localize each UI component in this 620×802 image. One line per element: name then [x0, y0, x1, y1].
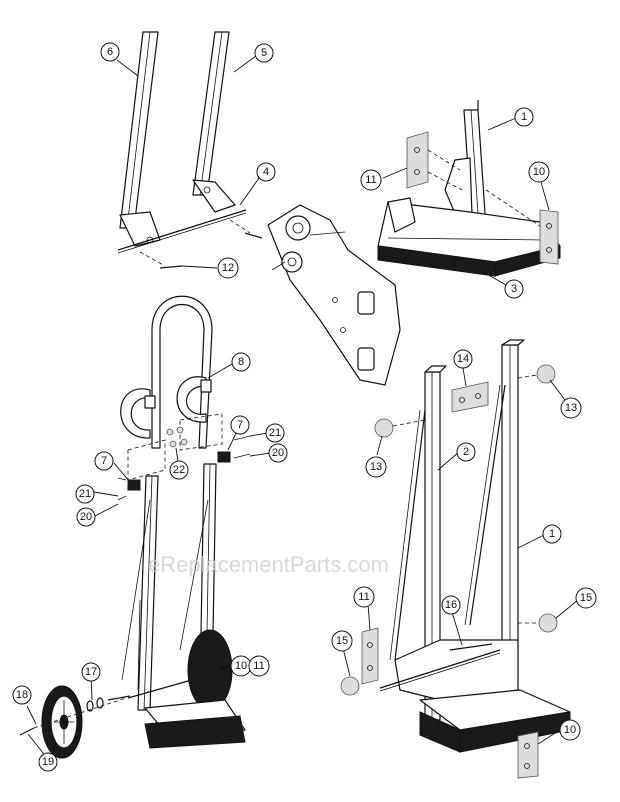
callout-7-right: 7 [230, 415, 250, 435]
svg-text:10: 10 [533, 166, 545, 178]
callout-12: 12 [217, 257, 239, 279]
svg-text:10: 10 [235, 660, 247, 672]
handle-loop [120, 295, 213, 449]
lower-frame [121, 463, 246, 749]
svg-text:2: 2 [463, 446, 469, 458]
watermark: eReplacementParts.com [148, 552, 389, 577]
callout-17: 17 [81, 662, 101, 682]
callout-13-right: 13 [560, 397, 582, 419]
svg-text:13: 13 [370, 461, 382, 473]
callout-18: 18 [12, 685, 32, 705]
callout-2: 2 [456, 442, 476, 462]
callout-3: 3 [504, 279, 524, 299]
svg-text:4: 4 [263, 166, 269, 178]
callout-15-left: 15 [331, 630, 353, 652]
side-bracket-plate [267, 204, 401, 386]
callout-20-left: 20 [76, 507, 96, 527]
svg-text:3: 3 [511, 283, 517, 295]
svg-text:17: 17 [85, 666, 97, 678]
svg-text:6: 6 [107, 46, 113, 58]
svg-text:19: 19 [42, 756, 54, 768]
svg-text:15: 15 [336, 635, 348, 647]
callout-13-left: 13 [365, 456, 387, 478]
leader-lines [26, 55, 579, 759]
svg-text:1: 1 [521, 111, 527, 123]
svg-text:21: 21 [79, 488, 91, 500]
svg-text:18: 18 [16, 689, 28, 701]
callout-1-top: 1 [514, 107, 534, 127]
callout-5: 5 [254, 43, 274, 63]
callout-21-right: 21 [265, 423, 285, 443]
toe-plate-assembly [377, 100, 561, 277]
svg-text:7: 7 [237, 419, 243, 431]
svg-text:11: 11 [358, 591, 369, 603]
callout-1-bottom: 1 [542, 524, 562, 544]
callout-15-right: 15 [575, 587, 597, 609]
svg-text:11: 11 [365, 174, 376, 186]
svg-text:12: 12 [222, 262, 234, 274]
callout-11-top: 11 [360, 169, 382, 191]
callout-10-bottom: 10 [559, 719, 581, 741]
callout-11-bottom: 11 [353, 586, 375, 608]
wear-plates-top [406, 131, 559, 265]
svg-text:20: 20 [272, 447, 284, 459]
svg-text:14: 14 [457, 353, 469, 365]
callout-19: 19 [38, 752, 58, 772]
callout-21-left: 21 [75, 484, 95, 504]
callout-7-left: 7 [94, 451, 114, 471]
callout-8: 8 [231, 352, 251, 372]
upper-frame-rails [117, 31, 247, 254]
callout-22: 22 [169, 460, 189, 480]
callout-16: 16 [441, 595, 461, 615]
hardware-right [340, 364, 558, 779]
handle-bracket-area [117, 413, 251, 501]
svg-text:13: 13 [565, 402, 577, 414]
svg-text:8: 8 [238, 356, 244, 368]
callout-10-left: 10 [230, 655, 252, 677]
frame-assembly-right [379, 339, 571, 753]
callout-20-right: 20 [268, 443, 288, 463]
callout-6: 6 [100, 42, 120, 62]
svg-text:22: 22 [173, 464, 185, 476]
svg-text:5: 5 [261, 47, 267, 59]
callout-11-left: 11 [248, 655, 270, 677]
svg-text:10: 10 [564, 724, 576, 736]
wheel-exploded [19, 685, 131, 759]
svg-text:11: 11 [253, 660, 264, 672]
callout-14: 14 [453, 349, 473, 369]
svg-text:1: 1 [549, 528, 555, 540]
svg-text:20: 20 [80, 511, 92, 523]
svg-text:21: 21 [269, 427, 281, 439]
svg-text:7: 7 [101, 455, 107, 467]
callout-4: 4 [256, 162, 276, 182]
callout-10-top: 10 [528, 161, 550, 183]
axle-pins [139, 219, 263, 269]
svg-text:15: 15 [580, 592, 592, 604]
svg-text:16: 16 [445, 599, 457, 611]
